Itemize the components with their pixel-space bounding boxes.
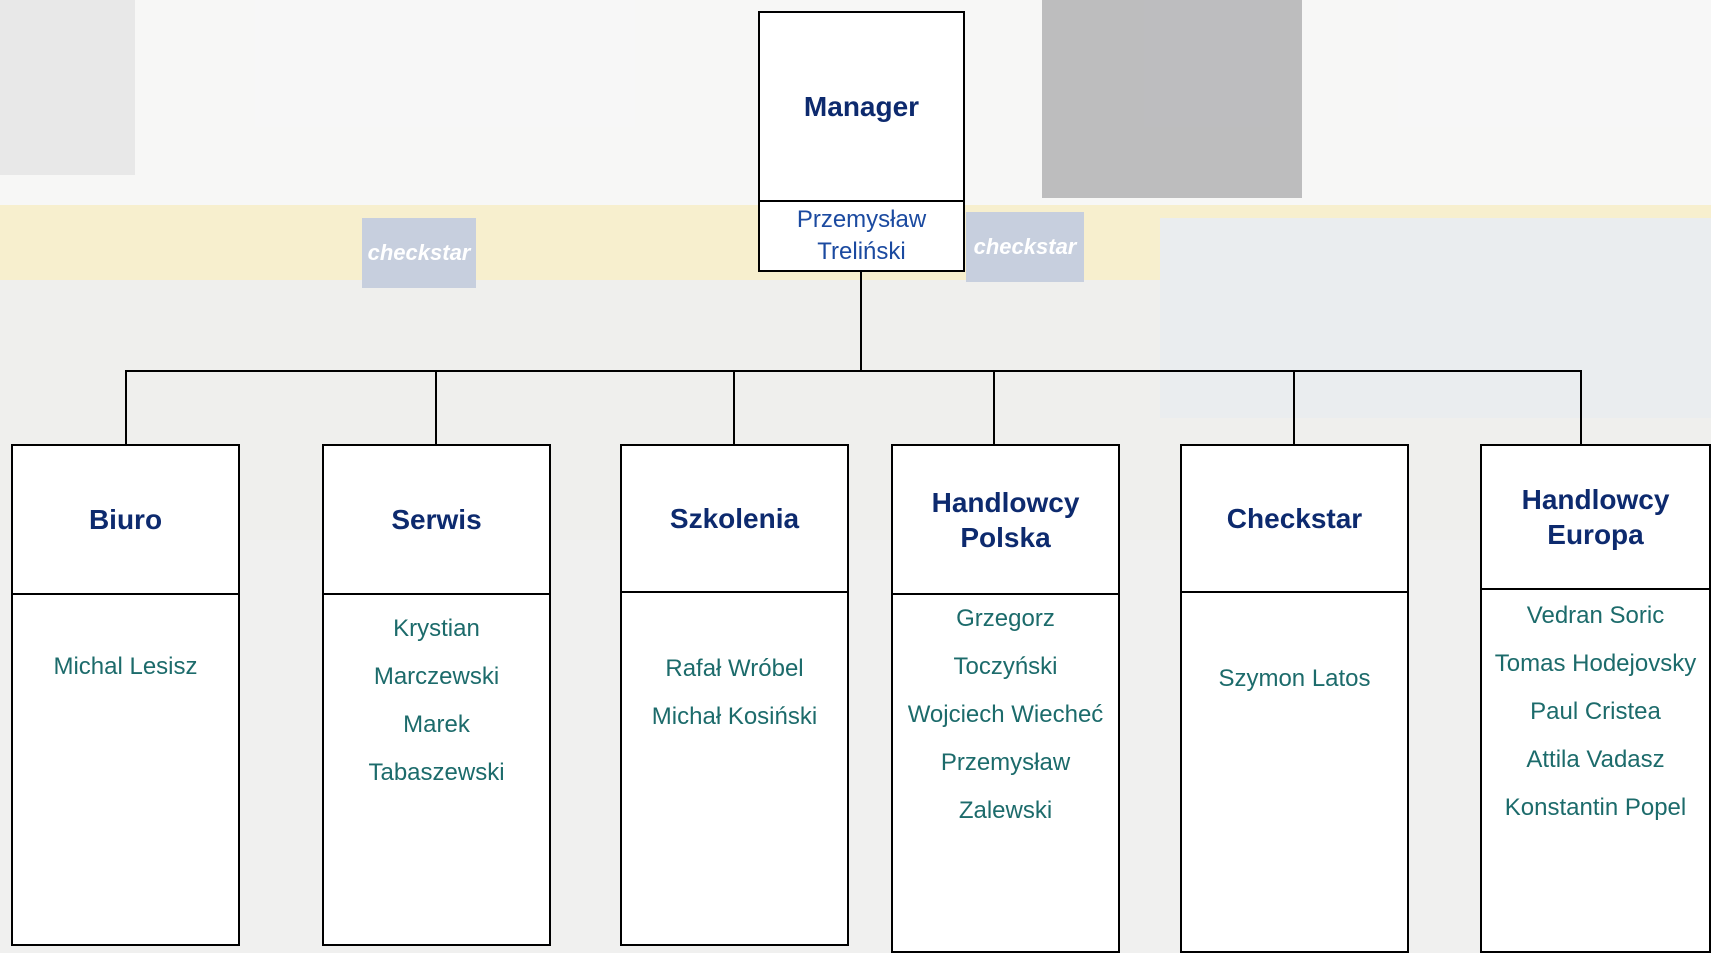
member-name: Szymon Latos bbox=[1218, 665, 1371, 692]
member-name: Tabaszewski bbox=[368, 759, 505, 786]
member-name: Krystian bbox=[393, 615, 480, 642]
department-box-szkolenia: Szkolenia Rafał Wróbel Michał Kosiński bbox=[620, 444, 849, 946]
department-title: Serwis bbox=[324, 446, 549, 595]
background-glass-partition bbox=[1160, 218, 1711, 418]
department-members: Vedran Soric Tomas Hodejovsky Paul Crist… bbox=[1482, 590, 1709, 951]
connector-biuro bbox=[125, 370, 127, 445]
member-name: Wojciech Wiecheć bbox=[907, 701, 1104, 728]
checkstar-sign: checkstar bbox=[362, 218, 476, 288]
department-members: Michal Lesisz bbox=[13, 595, 238, 944]
checkstar-sign: checkstar bbox=[966, 212, 1084, 282]
department-box-biuro: Biuro Michal Lesisz bbox=[11, 444, 240, 946]
member-name: Rafał Wróbel bbox=[665, 655, 804, 682]
member-name: Przemysław bbox=[940, 749, 1071, 776]
department-title: Handlowcy Europa bbox=[1482, 446, 1709, 590]
member-name: Toczyński bbox=[953, 653, 1058, 680]
member-name: Marek bbox=[403, 711, 470, 738]
manager-name: Przemysław Treliński bbox=[796, 206, 927, 265]
member-name: Michal Lesisz bbox=[53, 653, 198, 680]
background-poster-left bbox=[0, 0, 135, 175]
member-name: Grzegorz bbox=[956, 605, 1055, 632]
connector-handlowcy-polska bbox=[993, 370, 995, 445]
connector-horizontal-bus bbox=[125, 370, 1582, 372]
department-members: Grzegorz Toczyński Wojciech Wiecheć Prze… bbox=[893, 595, 1118, 951]
connector-handlowcy-europa bbox=[1580, 370, 1582, 445]
member-name: Zalewski bbox=[958, 797, 1053, 824]
background-floor bbox=[0, 540, 1711, 953]
department-title: Checkstar bbox=[1182, 446, 1407, 593]
connector-szkolenia bbox=[733, 370, 735, 445]
member-name: Michał Kosiński bbox=[651, 703, 818, 730]
connector-manager-down bbox=[860, 270, 862, 371]
department-members: Rafał Wróbel Michał Kosiński bbox=[622, 593, 847, 944]
connector-checkstar bbox=[1293, 370, 1295, 445]
member-name: Tomas Hodejovsky bbox=[1494, 650, 1697, 677]
department-members: Krystian Marczewski Marek Tabaszewski bbox=[324, 595, 549, 944]
background-poster-dark bbox=[1042, 0, 1302, 198]
manager-title: Manager bbox=[760, 13, 963, 202]
member-name: Marczewski bbox=[373, 663, 500, 690]
member-name: Attila Vadasz bbox=[1526, 746, 1665, 773]
department-title: Handlowcy Polska bbox=[893, 446, 1118, 595]
department-members: Szymon Latos bbox=[1182, 593, 1407, 951]
department-box-checkstar: Checkstar Szymon Latos bbox=[1180, 444, 1409, 953]
department-box-handlowcy-europa: Handlowcy Europa Vedran Soric Tomas Hode… bbox=[1480, 444, 1711, 953]
department-box-handlowcy-polska: Handlowcy Polska Grzegorz Toczyński Wojc… bbox=[891, 444, 1120, 953]
member-name: Vedran Soric bbox=[1526, 602, 1665, 629]
manager-box: Manager Przemysław Treliński bbox=[758, 11, 965, 272]
connector-serwis bbox=[435, 370, 437, 445]
department-title: Szkolenia bbox=[622, 446, 847, 593]
member-name: Paul Cristea bbox=[1530, 698, 1661, 725]
member-name: Konstantin Popel bbox=[1504, 794, 1687, 821]
department-title: Biuro bbox=[13, 446, 238, 595]
department-box-serwis: Serwis Krystian Marczewski Marek Tabasze… bbox=[322, 444, 551, 946]
